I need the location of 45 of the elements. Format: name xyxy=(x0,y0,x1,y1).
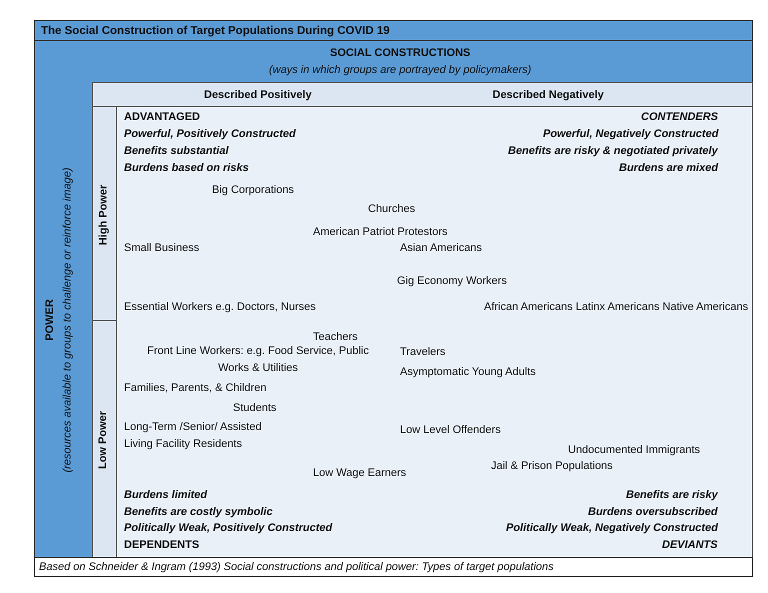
group-label: Gig Economy Workers xyxy=(397,274,507,289)
group-label: Families, Parents, & Children xyxy=(124,381,266,396)
axis-label: (resources available to groups to challenge or reinforce image) xyxy=(60,167,74,473)
quadrant-description: Burdens oversubscribed xyxy=(588,505,718,520)
subheading-label: (ways in which groups are portrayed by policymakers) xyxy=(269,63,532,78)
group-label: American Patriot Protestors xyxy=(313,225,448,240)
heading-label: SOCIAL CONSTRUCTIONS xyxy=(330,46,470,61)
quadrant-description: Powerful, Negatively Constructed xyxy=(543,127,718,142)
group-label: Front Line Workers: e.g. Food Service, Public Works & Utilities xyxy=(146,344,370,376)
group-label: Teachers xyxy=(313,330,358,345)
quadrant-description: Burdens limited xyxy=(124,488,208,503)
group-label: African Americans Latinx Americans Native Americans xyxy=(484,300,748,315)
group-label: Big Corporations xyxy=(212,183,294,198)
quadrant-description: Benefits are risky xyxy=(626,488,718,503)
quadrant-title: CONTENDERS xyxy=(641,110,718,125)
heading-label: Described Negatively xyxy=(492,88,604,103)
quadrant-description: Burdens based on risks xyxy=(124,161,249,176)
caption: Based on Schneider & Ingram (1993) Social constructions and political power: Types of target populations xyxy=(34,557,753,577)
group-label: Travelers xyxy=(400,345,446,360)
quadrant-title: DEPENDENTS xyxy=(124,538,200,553)
group-label: Low Wage Earners xyxy=(313,466,406,481)
quadrant-description: Benefits are costly symbolic xyxy=(124,505,273,520)
axis-label: POWER xyxy=(42,299,57,341)
heading-label: Described Positively xyxy=(204,88,312,103)
quadrant-description: Benefits are risky & negotiated privately xyxy=(508,144,718,159)
title-bar: The Social Construction of Target Populations During COVID 19 xyxy=(34,20,753,41)
group-label: Students xyxy=(233,401,276,416)
group-label: Small Business xyxy=(124,241,200,256)
group-label: Low Level Offenders xyxy=(400,423,501,438)
group-label: Churches xyxy=(368,202,416,217)
group-label: Asymptomatic Young Adults xyxy=(400,365,536,380)
quadrant-title: ADVANTAGED xyxy=(124,110,200,125)
quadrant-title: DEVIANTS xyxy=(662,538,718,553)
group-label: Jail & Prison Populations xyxy=(491,459,613,474)
quadrant-description: Politically Weak, Positively Constructed xyxy=(124,521,332,536)
quadrant-description: Powerful, Positively Constructed xyxy=(124,127,296,142)
group-label: Essential Workers e.g. Doctors, Nurses xyxy=(124,300,316,315)
quadrant-description: Burdens are mixed xyxy=(619,161,718,176)
group-label: Asian Americans xyxy=(400,241,482,256)
axis-label: Low Power xyxy=(96,410,110,470)
group-label: Long-Term /Senior/ Assisted Living Facility Residents xyxy=(124,420,263,452)
group-label: Undocumented Immigrants xyxy=(568,443,700,458)
quadrant-description: Politically Weak, Negatively Constructed xyxy=(506,521,718,536)
quadrant-description: Benefits substantial xyxy=(124,144,229,159)
axis-label: High Power xyxy=(96,184,110,246)
